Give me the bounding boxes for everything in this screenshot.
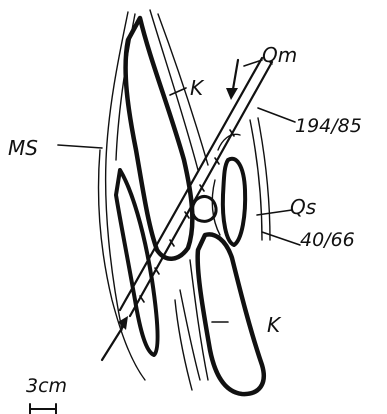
label-orientation-194-85: 194/85 <box>295 115 362 137</box>
arrows <box>102 60 238 360</box>
label-qm: Qm <box>262 43 297 67</box>
label-ms: MS <box>8 136 38 160</box>
k-lower-lens <box>198 234 264 394</box>
label-qs: Qs <box>290 195 316 219</box>
leader-lines <box>58 60 300 322</box>
scale-bar <box>30 404 56 414</box>
label-orientation-40-66: 40/66 <box>300 229 355 251</box>
label-k-upper: K <box>190 76 205 100</box>
label-k-lower: K <box>267 313 282 337</box>
label-scale: 3cm <box>26 375 67 397</box>
arrow-down-icon <box>226 88 238 100</box>
